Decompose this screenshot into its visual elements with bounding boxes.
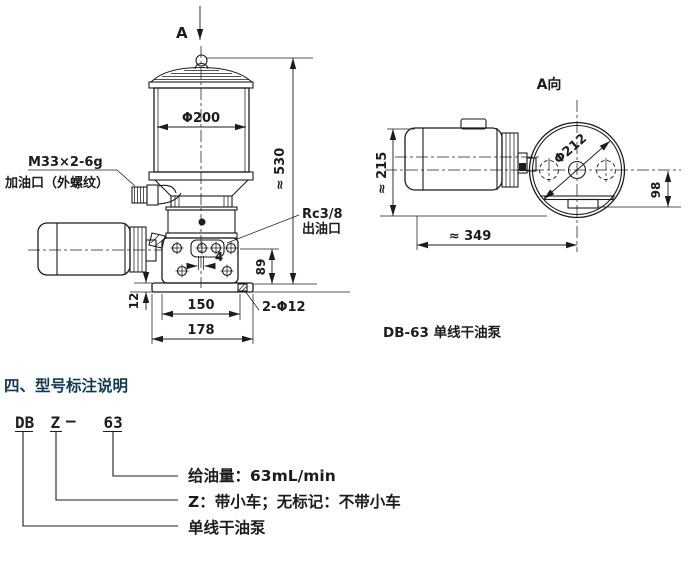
callout-line-variant [55, 432, 178, 501]
view-direction-label: A [176, 24, 188, 42]
model-designation-section: 四、型号标注说明 DB Z — 63 给油量：63mL/min Z：带小车；无标… [4, 376, 401, 537]
dim-height: ≈ 215 [375, 152, 390, 195]
side-view-label: A向 [537, 76, 562, 93]
outlet-leader [226, 214, 300, 244]
side-view: A向 Φ212 [375, 76, 681, 341]
model-code-dash: — [66, 411, 76, 430]
fill-port-label: 加油口（外螺纹） [4, 175, 109, 191]
outlet-thread-label: Rc3/8 [302, 207, 343, 222]
fill-label-leader [28, 169, 136, 187]
drawing-caption: DB-63 单线干油泵 [383, 324, 502, 341]
callout-line-series [22, 432, 178, 527]
dim-total-height: ≈ 530 [273, 148, 288, 191]
bottom-foot [567, 198, 599, 209]
dim-outlet-height: 89 [254, 259, 268, 276]
fill-thread-label: M33×2-6g [28, 155, 103, 170]
lid-knob-base [194, 62, 209, 70]
model-code-flow: 63 [104, 413, 123, 432]
note-series: 单线干油泵 [188, 518, 266, 537]
model-code-variant: Z [51, 413, 61, 432]
dim-gap: 4 [215, 250, 223, 264]
base-plate [130, 282, 350, 293]
motor-front [28, 222, 166, 276]
dim-base-width: 178 [187, 323, 214, 338]
junction-box [460, 118, 487, 130]
dim-plate-thickness-group: 12 [127, 271, 152, 310]
base-holes-label: 2-Φ12 [262, 300, 306, 315]
dim-length: ≈ 349 [449, 229, 492, 244]
coupling-mark [519, 163, 526, 171]
section-title: 四、型号标注说明 [4, 376, 128, 395]
fill-port [131, 184, 182, 206]
lid-knob [195, 54, 208, 67]
dim-gap-group: 4 [186, 250, 223, 270]
model-code-series: DB [15, 413, 35, 432]
outlet-label: 出油口 [302, 221, 341, 237]
reservoir-lid [148, 66, 254, 89]
dim-tank-diameter: Φ200 [182, 111, 220, 126]
note-variant: Z：带小车；无标记：不带小车 [188, 492, 401, 511]
reservoir-barrel [153, 87, 250, 173]
note-flow-rate: 给油量：63mL/min [188, 466, 336, 485]
dim-plate-thickness: 12 [127, 293, 141, 310]
dim-bolt-span: 150 [187, 298, 214, 313]
dim-line-body-diameter [543, 140, 611, 200]
base-holes-leader [244, 290, 260, 311]
pump-block [161, 237, 239, 284]
shaft-center-dot [198, 218, 206, 226]
front-view: A Φ200 [4, 6, 350, 344]
dim-body-diameter: Φ212 [551, 131, 590, 167]
callout-line-flow [112, 432, 178, 477]
dim-foot: 98 [649, 182, 663, 199]
motor-side [404, 118, 537, 191]
